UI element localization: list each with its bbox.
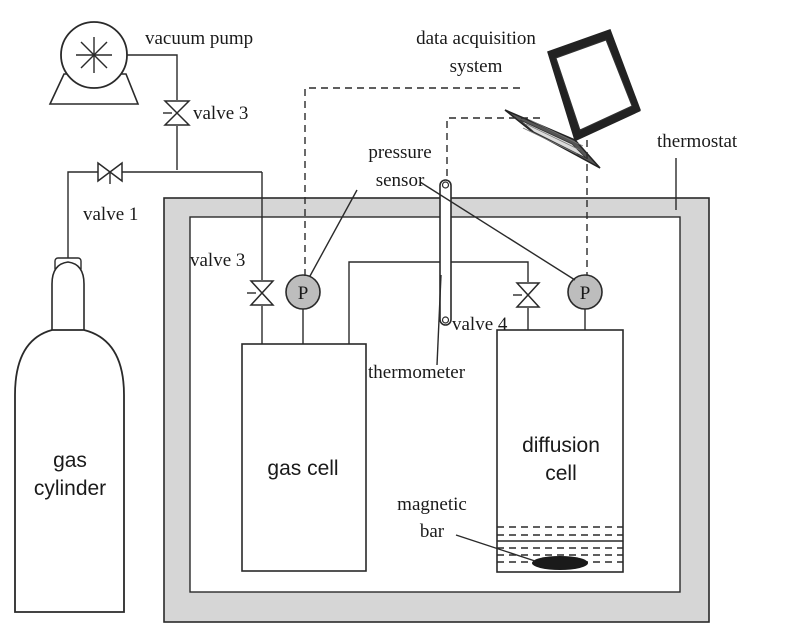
pressure-sensor-label-line2: sensor [376, 170, 425, 191]
vacuum-pump-icon [48, 21, 140, 105]
valve-3-top-label: valve 3 [193, 103, 248, 124]
leader-lines [309, 158, 677, 562]
valve-4-icon [513, 282, 541, 308]
thermometer-label: thermometer [368, 362, 466, 383]
magnetic-bar-icon [532, 556, 588, 570]
data-acquisition-label-line1: data acquisition [416, 28, 536, 49]
gas-cell: gas cell [241, 343, 367, 572]
laptop-icon [504, 29, 641, 169]
pressure-gauge-right-label: P [580, 283, 591, 304]
data-acquisition-label-line2: system [450, 56, 503, 77]
pressure-gauge-left: P [285, 274, 321, 310]
valve-3-inner-label: valve 3 [190, 250, 245, 271]
valve-1-icon [97, 161, 123, 184]
thermostat-label: thermostat [657, 131, 738, 152]
magnetic-bar-label-line2: bar [420, 521, 445, 542]
pressure-sensor-label-line1: pressure [368, 142, 431, 163]
diffusion-cell-label-line1: diffusion [522, 434, 600, 457]
gas-cylinder-label-line2: cylinder [34, 477, 106, 500]
valve-3-inner-icon [247, 280, 275, 306]
valve-4-label: valve 4 [452, 314, 508, 335]
piping [67, 54, 586, 344]
vacuum-pump-label: vacuum pump [145, 28, 253, 49]
diffusion-cell: diffusion cell [496, 329, 624, 573]
thermometer-icon [436, 179, 452, 366]
gas-cell-label: gas cell [267, 457, 338, 480]
pressure-gauge-left-label: P [298, 283, 309, 304]
diffusion-cell-label-line2: cell [545, 462, 577, 485]
gas-cylinder-label-line1: gas [53, 449, 87, 472]
magnetic-bar-label-line1: magnetic [397, 494, 467, 515]
gas-cylinder: gas cylinder [14, 257, 125, 613]
valve-3-top-icon [163, 100, 191, 126]
valve-1-label: valve 1 [83, 204, 138, 225]
data-cables [304, 87, 588, 278]
pressure-gauge-right: P [567, 274, 603, 310]
